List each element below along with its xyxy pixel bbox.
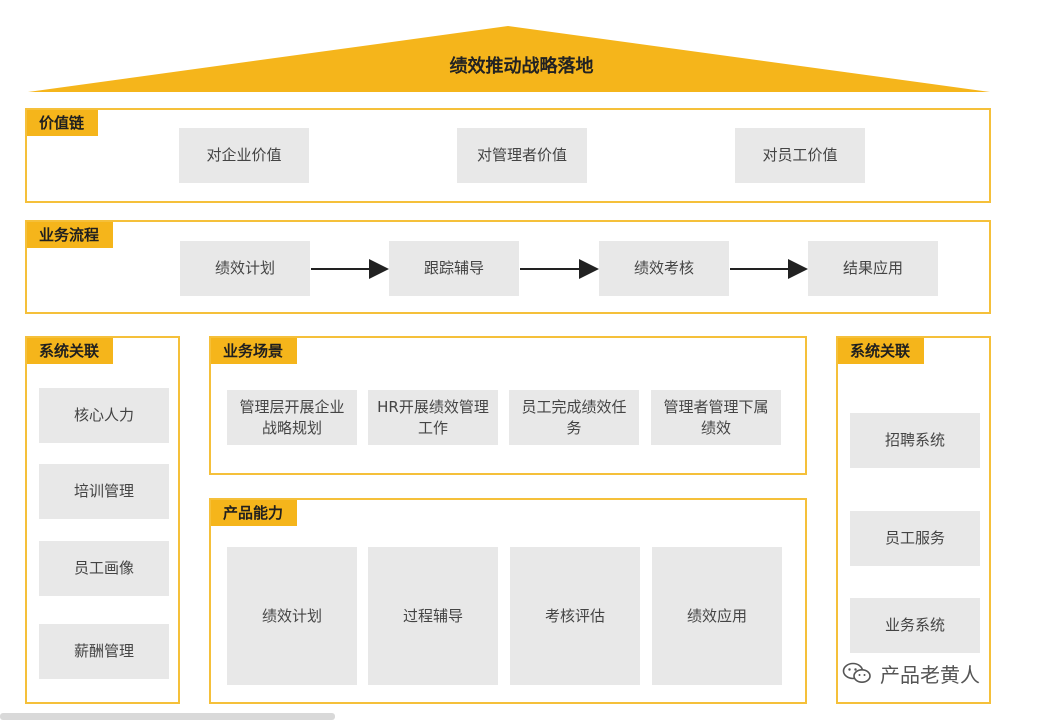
horizontal-scrollbar[interactable]	[0, 713, 335, 720]
watermark: 产品老黄人	[842, 656, 980, 690]
business-process-panel: 业务流程 绩效计划 跟踪辅导 绩效考核 结果应用	[25, 220, 991, 314]
wechat-icon	[842, 662, 871, 683]
product-capabilities-label: 产品能力	[211, 500, 298, 526]
page-title: 绩效推动战略落地	[449, 56, 594, 77]
scenario-hr: HR开展绩效管理工作	[368, 390, 498, 445]
roof-banner	[28, 26, 990, 92]
business-scenarios-panel: 业务场景 管理层开展企业战略规划 HR开展绩效管理工作 员工完成绩效任务 管理者…	[209, 336, 807, 475]
value-chain-label: 价值链	[27, 110, 99, 136]
business-scenarios-label: 业务场景	[211, 338, 298, 364]
process-arrows	[311, 259, 808, 279]
left-systems-panel: 系统关联 核心人力 培训管理 员工画像 薪酬管理	[25, 336, 180, 704]
watermark-text: 产品老黄人	[880, 662, 980, 687]
right-systems-label: 系统关联	[838, 338, 925, 364]
capability-assessment: 考核评估	[510, 547, 640, 685]
right-system-business: 业务系统	[850, 598, 980, 653]
scenario-manager: 管理者管理下属绩效	[651, 390, 781, 445]
right-systems-panel: 系统关联 招聘系统 员工服务 业务系统	[836, 336, 991, 704]
value-chain-panel: 价值链 对企业价值 对管理者价值 对员工价值	[25, 108, 991, 203]
scenario-employee: 员工完成绩效任务	[509, 390, 639, 445]
scenario-strategy: 管理层开展企业战略规划	[227, 390, 357, 445]
left-system-core-hr: 核心人力	[39, 388, 169, 443]
process-step-application: 结果应用	[808, 241, 938, 296]
left-system-profile: 员工画像	[39, 541, 169, 596]
process-step-plan: 绩效计划	[180, 241, 310, 296]
product-capabilities-panel: 产品能力 绩效计划 过程辅导 考核评估 绩效应用	[209, 498, 807, 704]
capability-application: 绩效应用	[652, 547, 782, 685]
right-system-employee-service: 员工服务	[850, 511, 980, 566]
left-system-payroll: 薪酬管理	[39, 624, 169, 679]
process-step-coaching: 跟踪辅导	[389, 241, 519, 296]
right-system-recruiting: 招聘系统	[850, 413, 980, 468]
capability-plan: 绩效计划	[227, 547, 357, 685]
value-item-enterprise: 对企业价值	[179, 128, 309, 183]
left-systems-label: 系统关联	[27, 338, 114, 364]
capability-coaching: 过程辅导	[368, 547, 498, 685]
business-process-label: 业务流程	[27, 222, 114, 248]
value-item-manager: 对管理者价值	[457, 128, 587, 183]
process-step-assessment: 绩效考核	[599, 241, 729, 296]
left-system-training: 培训管理	[39, 464, 169, 519]
value-item-employee: 对员工价值	[735, 128, 865, 183]
